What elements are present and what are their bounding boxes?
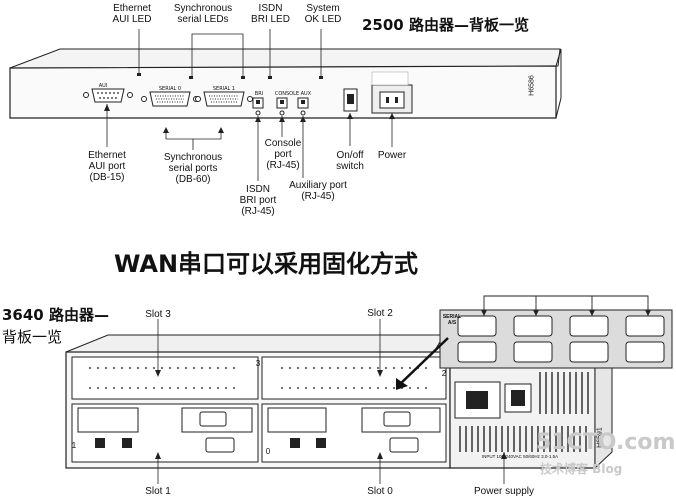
power-rating-label: INPUT 100-240VAC 50/60Hz 3.0-1.5A — [481, 454, 559, 459]
rj45-ports — [252, 97, 309, 116]
panel-label-bri: BRI — [254, 91, 264, 97]
power-inlet-graphic — [371, 71, 413, 114]
label-slot-0: Slot 0 — [367, 486, 393, 497]
wan-note-heading: WAN串口可以采用固化方式 — [114, 250, 419, 278]
slot-number-0: 0 — [265, 447, 271, 456]
router-3640-heading-line1: 3640 路由器— — [2, 306, 109, 324]
slot-number-1: 1 — [71, 441, 77, 450]
slot-number-3: 3 — [255, 359, 261, 368]
label-auxiliary-port: Auxiliary port (RJ-45) — [289, 180, 347, 202]
label-system-ok-led: System OK LED — [304, 3, 342, 25]
label-sync-serial-ports: Synchronous serial ports (DB-60) — [163, 152, 223, 185]
label-isdn-bri-port: ISDN BRI port (RJ-45) — [239, 184, 277, 217]
figure-id-2500: H6586 — [528, 75, 536, 96]
aui-port-connector — [83, 88, 133, 103]
router-3640-heading-line2: 背板一览 — [2, 328, 63, 346]
label-slot-1: Slot 1 — [145, 486, 171, 497]
label-on-off-switch: On/off switch — [336, 150, 364, 172]
slot-number-2: 2 — [441, 369, 447, 378]
serial-zoom-panel — [439, 309, 673, 369]
serial1-port-connector — [195, 91, 253, 107]
label-isdn-bri-led: ISDN BRI LED — [251, 3, 290, 25]
panel-label-aui: AUI — [98, 83, 108, 89]
label-console-port: Console port (RJ-45) — [264, 138, 302, 171]
panel-label-serial0: SERIAL 0 — [158, 86, 182, 92]
router-2500-heading: 2500 路由器—背板一览 — [362, 16, 529, 34]
label-slot-2: Slot 2 — [367, 308, 393, 319]
watermark-sub: 技术博客 Blog — [540, 462, 623, 476]
label-power: Power — [377, 150, 407, 161]
power-switch-graphic — [343, 88, 358, 112]
label-sync-serial-leds: Synchronous serial LEDs — [173, 3, 233, 25]
watermark-site: 51CTO.com — [536, 430, 676, 455]
label-ethernet-aui-port: Ethernet AUI port (DB-15) — [88, 150, 126, 183]
panel-label-console-aux: CONSOLE AUX — [274, 91, 312, 97]
label-power-supply: Power supply — [473, 486, 535, 497]
label-slot-3: Slot 3 — [145, 309, 171, 320]
panel-label-serial1: SERIAL 1 — [212, 86, 236, 92]
panel-label-serial-as: SERIAL A/S — [442, 314, 462, 326]
label-ethernet-aui-led: Ethernet AUI LED — [112, 3, 152, 25]
